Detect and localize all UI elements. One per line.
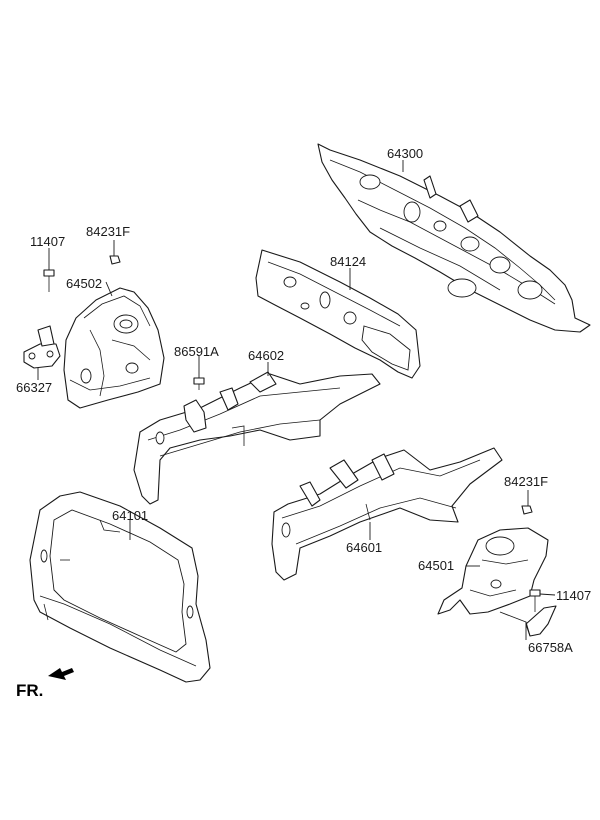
front-direction-label: FR.: [16, 681, 43, 700]
dash-insulator-84124: [255, 249, 421, 379]
label-86591A: 86591A: [174, 344, 219, 359]
label-84231F-right: 84231F: [504, 474, 548, 489]
label-84231F-left: 84231F: [86, 224, 130, 239]
label-64300: 64300: [387, 146, 423, 161]
side-member-64602: [133, 371, 381, 505]
bolt-11407-right: [529, 589, 541, 612]
label-64602: 64602: [248, 348, 284, 363]
pad-84231F-right: [521, 505, 533, 515]
bolt-11407-left: [43, 269, 55, 292]
label-84124: 84124: [330, 254, 366, 269]
label-64101: 64101: [112, 508, 148, 523]
part-labels: 64300 84124 11407 84231F 64502 66327 865…: [16, 146, 591, 700]
label-66327: 66327: [16, 380, 52, 395]
side-member-64601: [271, 447, 503, 581]
bracket-66758A: [525, 605, 557, 637]
leader-lines: [37, 160, 556, 640]
label-64601: 64601: [346, 540, 382, 555]
front-arrow-icon: [48, 668, 74, 680]
pad-84231F-left: [109, 255, 121, 265]
label-11407-right: 11407: [556, 588, 591, 603]
label-64501: 64501: [418, 558, 454, 573]
label-64502: 64502: [66, 276, 102, 291]
fender-apron-64501: [437, 527, 549, 615]
label-66758A: 66758A: [528, 640, 573, 655]
bracket-66327: [23, 325, 61, 369]
clip-86591A: [193, 377, 205, 390]
label-11407-left: 11407: [30, 234, 65, 249]
fender-apron-64502: [63, 287, 165, 409]
dash-panel-64300: [317, 143, 591, 333]
front-panel-64101: [29, 491, 211, 683]
